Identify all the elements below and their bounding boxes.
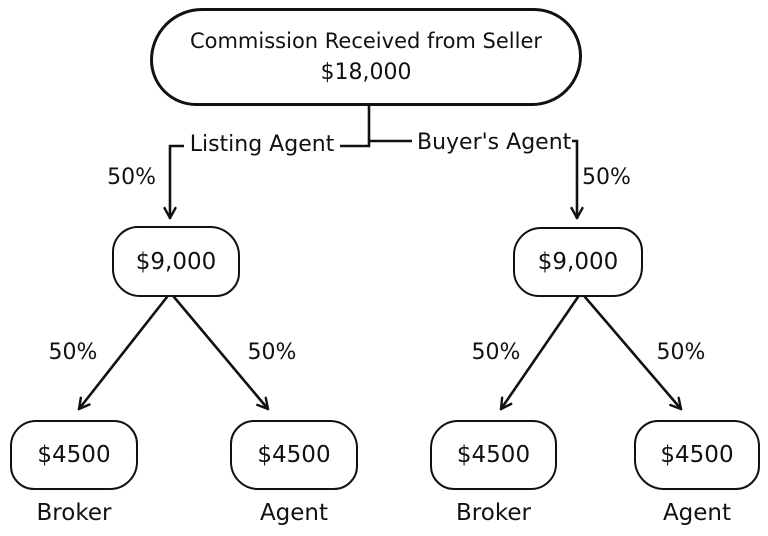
leaf-node: $4500 — [10, 420, 138, 490]
leaf-role-label: Agent — [259, 500, 329, 526]
root-node-amount: $18,000 — [320, 60, 412, 85]
leaf-node: $4500 — [230, 420, 358, 490]
root-node-title: Commission Received from Seller — [189, 29, 543, 53]
leaf-role-label: Broker — [36, 500, 112, 526]
branch-label-listing-agent: Listing Agent — [184, 132, 340, 158]
left-agent-arrow — [172, 295, 270, 411]
mid-node-listing: $9,000 — [112, 226, 240, 297]
leaf-role-label: Broker — [456, 500, 531, 526]
mid-node-buyers: $9,000 — [513, 227, 643, 297]
percent-label-left-broker: 50% — [48, 340, 98, 365]
right-agent-arrow — [583, 295, 683, 411]
leaf-node: $4500 — [430, 420, 557, 490]
leaf-node-amount: $4500 — [37, 442, 111, 468]
mid-node-buyers-amount: $9,000 — [537, 249, 619, 275]
leaf-role-label: Agent — [662, 500, 732, 526]
percent-label-right-broker: 50% — [471, 340, 521, 365]
left-broker-arrow — [77, 295, 169, 411]
percent-label-left-agent: 50% — [247, 340, 297, 365]
leaf-node-amount: $4500 — [456, 442, 531, 468]
leaf-node-amount: $4500 — [257, 442, 331, 468]
percent-label-right-agent: 50% — [656, 340, 706, 365]
right-broker-arrow — [499, 295, 580, 411]
leaf-node: $4500 — [634, 420, 760, 490]
branch-label-buyers-agent: Buyer's Agent — [412, 130, 572, 156]
root-node: Commission Received from Seller $18,000 — [150, 8, 582, 106]
percent-label-buyers-branch: 50% — [582, 165, 631, 190]
percent-label-listing-branch: 50% — [107, 165, 156, 190]
mid-node-listing-amount: $9,000 — [135, 248, 217, 275]
leaf-node-amount: $4500 — [660, 442, 734, 468]
